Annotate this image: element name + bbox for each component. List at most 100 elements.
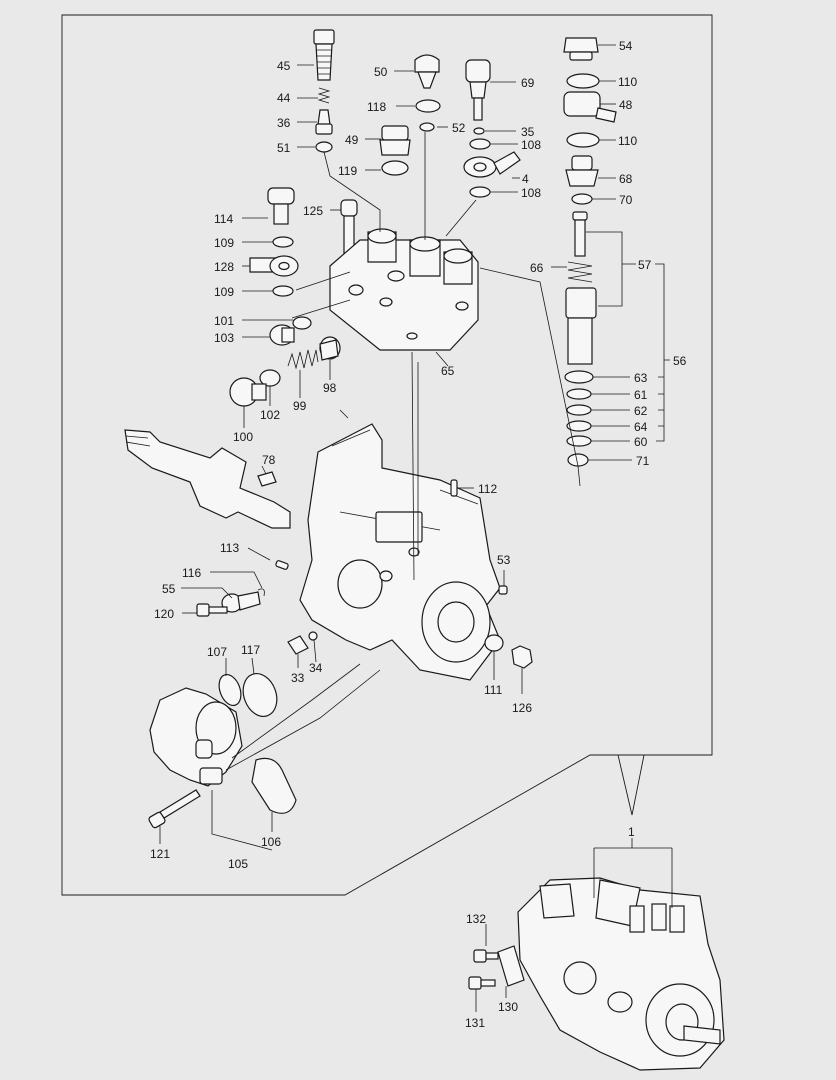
part-112-pin — [450, 479, 458, 497]
label-71: 71 — [636, 454, 650, 468]
label-109b: 109 — [214, 285, 234, 299]
part-50-plug — [414, 54, 440, 89]
part-109-washer-a — [272, 236, 294, 248]
label-132: 132 — [466, 912, 486, 926]
part-132-bolt — [473, 949, 499, 963]
part-34-washer — [308, 631, 318, 641]
part-98-sleeve — [319, 336, 341, 361]
part-36-valve — [315, 109, 333, 135]
label-117: 117 — [241, 643, 260, 657]
label-1: 1 — [628, 825, 635, 839]
label-112: 112 — [478, 482, 497, 496]
label-53: 53 — [497, 553, 511, 567]
label-114: 114 — [214, 212, 233, 226]
label-121: 121 — [150, 847, 170, 861]
label-128: 128 — [214, 260, 234, 274]
part-57-valve-assembly — [565, 211, 597, 365]
part-55-bracket — [221, 591, 261, 613]
part-number-labels: 45 44 36 51 50 118 49 52 119 69 35 108 4… — [150, 39, 687, 1030]
part-126-nut — [511, 645, 533, 669]
label-107: 107 — [207, 645, 227, 659]
label-131: 131 — [465, 1016, 485, 1030]
part-35-oring — [473, 127, 485, 135]
label-62: 62 — [634, 404, 648, 418]
label-61: 61 — [634, 388, 648, 402]
label-68: 68 — [619, 172, 633, 186]
label-110a: 110 — [618, 75, 637, 89]
label-101: 101 — [214, 314, 234, 328]
label-109a: 109 — [214, 236, 234, 250]
part-116-clip — [257, 588, 265, 597]
part-130-bracket — [497, 945, 525, 987]
label-52: 52 — [452, 121, 466, 135]
label-125: 125 — [303, 204, 323, 218]
part-65-head-casting — [329, 228, 479, 351]
label-33: 33 — [291, 671, 305, 685]
part-70-oring — [571, 193, 593, 205]
bracket-57 — [586, 231, 636, 307]
part-54-cap — [563, 37, 599, 61]
label-34: 34 — [309, 661, 323, 675]
part-108-washer-b — [469, 186, 491, 198]
part-48-banjo — [563, 91, 617, 123]
part-110-washer-a — [566, 73, 600, 89]
part-63-oring — [564, 370, 594, 384]
label-113: 113 — [220, 541, 239, 555]
part-109-washer-b — [272, 285, 294, 297]
label-48: 48 — [619, 98, 633, 112]
label-45: 45 — [277, 59, 291, 73]
label-110b: 110 — [618, 134, 637, 148]
part-107-oring — [218, 673, 242, 707]
label-108a: 108 — [521, 138, 541, 152]
label-65: 65 — [441, 364, 455, 378]
label-60: 60 — [634, 435, 648, 449]
part-45-connector — [313, 29, 335, 81]
part-52-washer — [419, 122, 435, 132]
part-110-washer-b — [566, 132, 600, 148]
part-118-oring — [415, 99, 441, 113]
part-62-oring — [566, 404, 592, 416]
part-117-oring — [242, 673, 278, 717]
label-64: 64 — [634, 420, 648, 434]
part-44-spring — [317, 87, 331, 104]
part-33-fitting — [287, 635, 309, 655]
pump-housing — [299, 423, 501, 681]
label-103: 103 — [214, 331, 234, 345]
part-99-spring — [287, 349, 319, 370]
part-51-washer — [315, 141, 333, 153]
part-108-washer-a — [469, 138, 491, 150]
part-53-plug — [498, 585, 508, 595]
drive-shaft — [124, 429, 291, 529]
label-36: 36 — [277, 116, 291, 130]
label-126: 126 — [512, 701, 532, 715]
part-105-feed-pump — [149, 687, 243, 787]
part-121-bolt — [148, 789, 201, 829]
part-1-complete-pump-assembly — [517, 877, 725, 1071]
callout-pointer-1 — [617, 754, 645, 816]
label-44: 44 — [277, 91, 291, 105]
part-69-bolt — [465, 59, 491, 121]
part-49-plug — [379, 125, 411, 156]
label-35: 35 — [521, 125, 535, 139]
part-119-oring — [381, 160, 409, 176]
part-100-plug — [229, 377, 267, 407]
label-105: 105 — [228, 857, 248, 871]
label-119: 119 — [338, 164, 357, 178]
label-78: 78 — [262, 453, 276, 467]
part-113-key — [275, 560, 289, 570]
part-78-key — [257, 471, 277, 487]
label-116: 116 — [182, 566, 201, 580]
leader-lines — [159, 44, 664, 1012]
callout-lines-1 — [593, 838, 673, 908]
label-51: 51 — [277, 141, 291, 155]
part-106-gasket — [251, 757, 297, 814]
part-101-washer — [292, 316, 312, 330]
label-54: 54 — [619, 39, 633, 53]
label-56: 56 — [673, 354, 687, 368]
label-118: 118 — [367, 100, 386, 114]
part-111-washer — [484, 634, 504, 652]
part-114-bolt — [267, 187, 295, 225]
label-55: 55 — [162, 582, 176, 596]
part-68-holder — [565, 155, 599, 187]
